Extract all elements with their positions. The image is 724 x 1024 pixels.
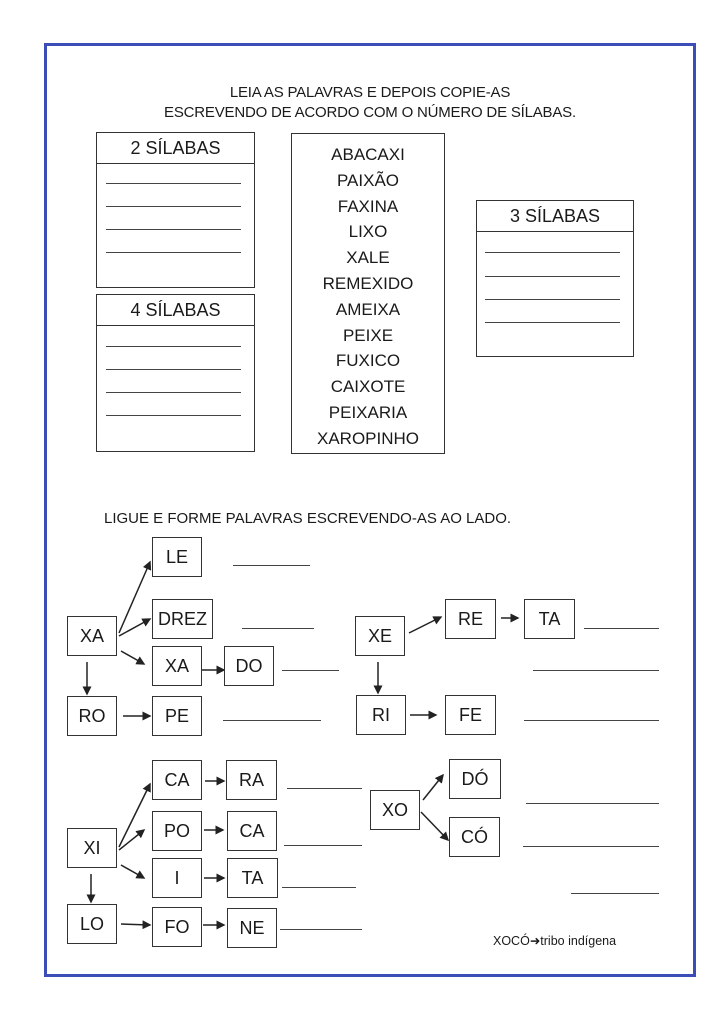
syllable-box-ta: TA (524, 599, 575, 639)
answer-line[interactable] (106, 183, 241, 184)
footnote: XOCÓ➜tribo indígena (493, 933, 616, 948)
syllable-box-ne: NE (227, 908, 277, 948)
answer-line[interactable] (485, 322, 620, 323)
answer-line[interactable] (223, 720, 321, 721)
four-syllables-box: 4 SÍLABAS (96, 294, 255, 452)
answer-line[interactable] (242, 628, 314, 629)
word: LIXO (348, 222, 388, 242)
syllable-box-le: LE (152, 537, 202, 577)
syllable-box-xi: XI (67, 828, 117, 868)
answer-line[interactable] (106, 415, 241, 416)
answer-line[interactable] (533, 670, 659, 671)
syllable-box-po: PO (152, 811, 202, 851)
answer-line[interactable] (526, 803, 659, 804)
four-syllables-heading: 4 SÍLABAS (97, 295, 254, 326)
answer-line[interactable] (485, 299, 620, 300)
answer-line[interactable] (524, 720, 659, 721)
syllable-box-fe: FE (445, 695, 496, 735)
page-frame (44, 43, 696, 977)
three-syllables-heading: 3 SÍLABAS (477, 201, 633, 232)
word: PEIXE (342, 325, 394, 345)
syllable-box-co-accent: CÓ (449, 817, 500, 857)
syllable-box-ta: TA (227, 858, 278, 898)
section2-instruction: LIGUE E FORME PALAVRAS ESCREVENDO-AS AO … (104, 510, 512, 527)
word: CAIXOTE (330, 377, 406, 397)
answer-line[interactable] (282, 670, 339, 671)
syllable-box-fo: FO (152, 907, 202, 947)
answer-line[interactable] (485, 252, 620, 253)
two-syllables-heading: 2 SÍLABAS (97, 133, 254, 164)
syllable-box-i: I (152, 858, 202, 898)
answer-line[interactable] (287, 788, 362, 789)
word-list-box: ABACAXI PAIXÃO FAXINA LIXO XALE REMEXIDO… (291, 133, 445, 454)
answer-line[interactable] (523, 846, 659, 847)
two-syllables-box: 2 SÍLABAS (96, 132, 255, 288)
answer-line[interactable] (106, 252, 241, 253)
answer-line[interactable] (571, 893, 659, 894)
word: FAXINA (337, 196, 399, 216)
word: AMEIXA (335, 299, 401, 319)
instruction-line-1: LEIA AS PALAVRAS E DEPOIS COPIE-AS (229, 84, 511, 101)
answer-line[interactable] (106, 229, 241, 230)
instruction-line-2: ESCREVENDO DE ACORDO COM O NÚMERO DE SÍL… (164, 104, 576, 121)
footnote-word: XOCÓ (493, 934, 530, 948)
answer-line[interactable] (106, 206, 241, 207)
syllable-box-lo: LO (67, 904, 117, 944)
answer-line[interactable] (106, 392, 241, 393)
footnote-meaning: tribo indígena (540, 934, 617, 948)
word: FUXICO (335, 351, 401, 371)
answer-line[interactable] (106, 369, 241, 370)
answer-line[interactable] (106, 346, 241, 347)
answer-line[interactable] (233, 565, 310, 566)
syllable-box-xa: XA (152, 646, 202, 686)
word: XAROPINHO (316, 428, 420, 448)
answer-line[interactable] (280, 929, 362, 930)
syllable-box-xa: XA (67, 616, 117, 656)
word: ABACAXI (331, 145, 405, 164)
answer-line[interactable] (284, 845, 362, 846)
syllable-box-re: RE (445, 599, 496, 639)
syllable-box-pe: PE (152, 696, 202, 736)
syllable-box-ra: RA (226, 760, 277, 800)
word: REMEXIDO (322, 273, 414, 293)
syllable-box-ca: CA (152, 760, 202, 800)
syllable-box-do-accent: DÓ (449, 759, 501, 799)
syllable-box-ro: RO (67, 696, 117, 736)
syllable-box-drez: DREZ (152, 599, 213, 639)
arrow-right-icon: ➜ (529, 934, 541, 948)
word: XALE (346, 248, 390, 268)
answer-line[interactable] (282, 887, 356, 888)
answer-line[interactable] (584, 628, 659, 629)
answer-line[interactable] (485, 276, 620, 277)
word: PAIXÃO (336, 170, 400, 190)
syllable-box-do: DO (224, 646, 274, 686)
syllable-box-xo: XO (370, 790, 420, 830)
syllable-box-xe: XE (355, 616, 405, 656)
syllable-box-ri: RI (356, 695, 406, 735)
three-syllables-box: 3 SÍLABAS (476, 200, 634, 357)
word: PEIXARIA (328, 402, 408, 422)
syllable-box-ca: CA (227, 811, 277, 851)
